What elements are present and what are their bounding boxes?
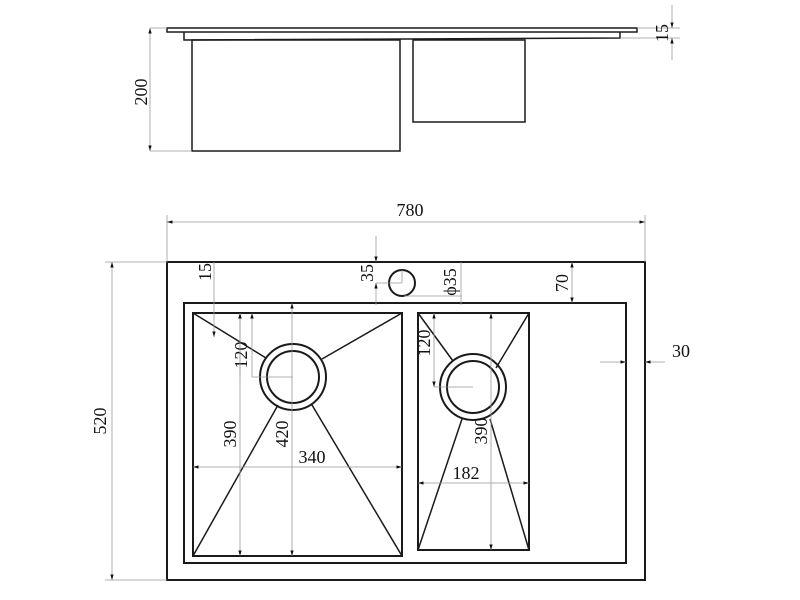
right-depth-label: 390 — [471, 418, 491, 445]
left-depth-label: 390 — [220, 421, 240, 448]
flange-label: 15 — [195, 263, 215, 281]
tap-offset-label: 35 — [357, 264, 377, 282]
side-margin-label: 30 — [672, 341, 690, 361]
left-bowl-side — [191, 39, 401, 152]
outer-outline — [166, 261, 646, 581]
right-width-label: 182 — [453, 463, 480, 483]
width-label: 780 — [397, 200, 424, 220]
tap-diameter-label: ϕ35 — [440, 268, 460, 295]
side-view: 200 15 — [131, 5, 680, 152]
flange-profile — [183, 32, 621, 41]
depth-label: 520 — [90, 408, 110, 435]
left-bowl — [192, 312, 403, 557]
height-label: 200 — [131, 79, 151, 106]
right-bowl — [417, 312, 530, 551]
left-diagonal-label: 420 — [272, 421, 292, 448]
plan-view: 780 520 15 35 ϕ35 70 30 120 390 420 — [90, 200, 690, 581]
right-drain-offset-label: 120 — [414, 330, 434, 357]
left-width-label: 340 — [299, 447, 326, 467]
flange-outline — [183, 302, 627, 564]
left-drain-offset-label: 120 — [231, 342, 251, 369]
right-bowl-side — [412, 39, 526, 123]
lip-label: 15 — [652, 24, 672, 42]
back-margin-label: 70 — [552, 274, 572, 292]
countertop-plate — [166, 27, 638, 33]
